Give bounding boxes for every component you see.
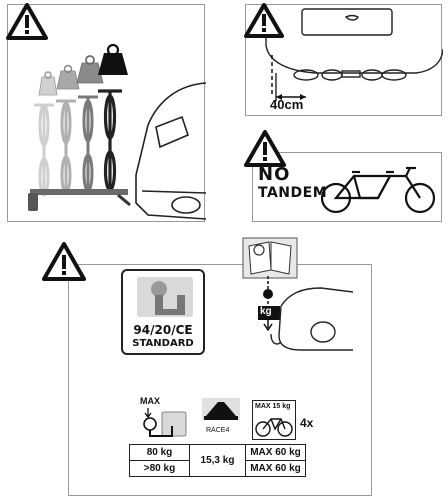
no-tandem-line-2: TANDEM xyxy=(258,185,328,201)
car-rear-icon xyxy=(265,5,443,101)
bicycle-icon xyxy=(78,95,98,195)
product-name: RACE4 xyxy=(206,427,230,434)
standard-badge: 94/20/CE STANDARD xyxy=(121,269,205,355)
hitch-max-diagram: MAX xyxy=(134,396,188,442)
tow-ball-icon xyxy=(137,277,193,317)
max-label: MAX xyxy=(140,396,160,406)
carrier-product-diagram: RACE4 xyxy=(196,396,246,442)
bike-carrier-illustration xyxy=(28,43,206,220)
warning-triangle-icon xyxy=(42,242,86,281)
standard-label: STANDARD xyxy=(132,338,194,349)
bicycle-icon xyxy=(255,418,293,437)
car-rear-icon xyxy=(270,287,353,351)
warning-triangle-icon xyxy=(244,130,286,167)
bicycle-icon xyxy=(56,99,76,195)
tow-ball-icon xyxy=(143,411,187,437)
weight-icon xyxy=(38,71,58,96)
carrier-weight-cell: 15,3 kg xyxy=(189,444,246,477)
bike-count: 4x xyxy=(300,416,314,430)
weight-icon xyxy=(98,43,128,75)
car-bumper-illustration xyxy=(265,5,443,101)
no-tandem-line-1: NO xyxy=(258,164,291,185)
bicycle-icon xyxy=(98,89,122,195)
bike-carrier-icon xyxy=(202,398,240,420)
distance-label: 40cm xyxy=(270,97,304,112)
no-tandem-text: NO TANDEM xyxy=(258,164,328,214)
tandem-bicycle-icon xyxy=(320,166,436,214)
vertical-load-diagram: kg xyxy=(241,236,353,356)
max-per-bike-box: MAX 15 kg xyxy=(252,400,296,440)
manual-book-icon xyxy=(242,237,298,279)
max-load-cell: MAX 60 kg xyxy=(245,444,306,461)
weight-icon xyxy=(76,55,104,84)
table-row: 80 kg 15,3 kg MAX 60 kg xyxy=(129,444,306,477)
bike-carrier-panel xyxy=(6,3,206,222)
hitch-load-cell: 80 kg xyxy=(129,444,190,461)
max-per-bike-label: MAX 15 kg xyxy=(255,403,291,410)
bicycle-icon xyxy=(34,103,54,197)
warning-triangle-icon xyxy=(6,3,48,40)
hitch-load-cell: >80 kg xyxy=(129,460,190,477)
warning-triangle-icon xyxy=(244,3,284,38)
table-row: >80 kg MAX 60 kg xyxy=(129,460,306,477)
car-rear-icon xyxy=(135,82,206,220)
spec-table: 80 kg 15,3 kg MAX 60 kg >80 kg MAX 60 kg xyxy=(129,444,306,477)
load-kg-label: kg xyxy=(260,306,272,317)
standard-code: 94/20/CE xyxy=(133,323,193,337)
distance-panel: 40cm xyxy=(244,3,443,116)
max-load-cell: MAX 60 kg xyxy=(245,460,306,477)
weight-icon xyxy=(56,64,80,90)
